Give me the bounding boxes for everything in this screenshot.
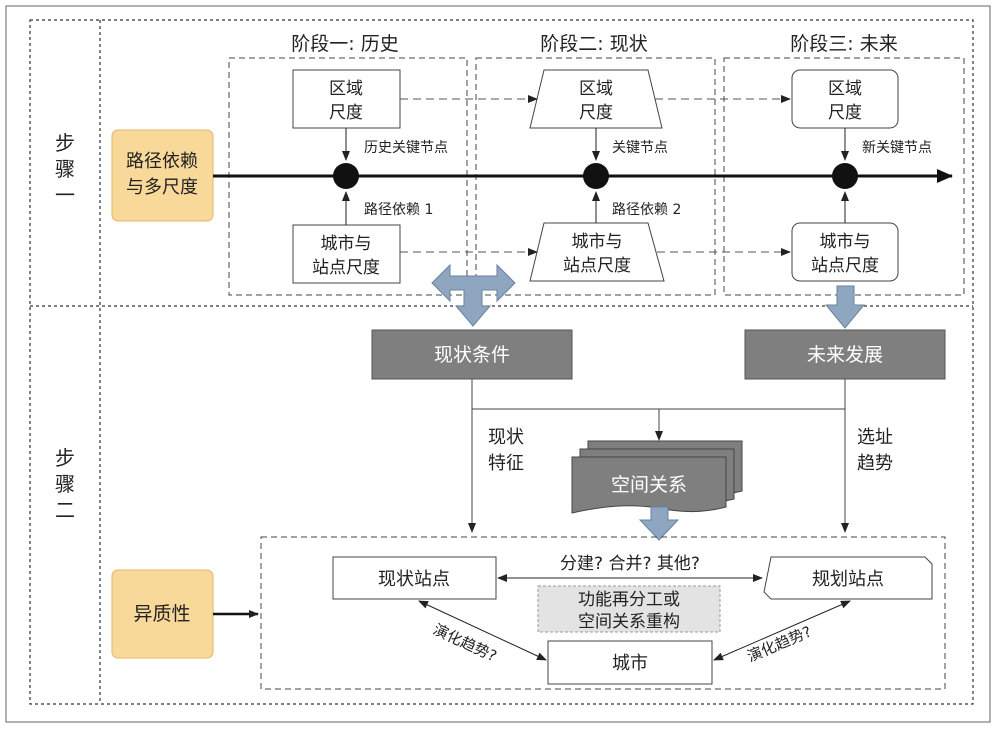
new-key-node-label: 新关键节点 — [862, 140, 932, 156]
spatial-down-arrow — [638, 506, 680, 541]
current-station-label: 现状站点 — [378, 569, 450, 590]
step1-label: 步 骤 一 — [55, 131, 75, 207]
svg-text:骤: 骤 — [55, 472, 75, 496]
current-conditions-box — [371, 329, 573, 380]
stage3-city-line1: 城市与 — [820, 232, 871, 252]
svg-text:二: 二 — [55, 498, 75, 522]
current-station-box — [332, 556, 497, 600]
stage1-city-line1: 城市与 — [321, 234, 372, 254]
current-features-line2: 特征 — [488, 453, 524, 474]
site-trend-line2: 趋势 — [857, 453, 893, 474]
evolution-trend-left-label: 演化趋势? — [430, 620, 499, 665]
stage1-title: 阶段一: 历史 — [291, 33, 398, 55]
stage1-city-line2: 站点尺度 — [312, 258, 380, 278]
historical-key-node-label: 历史关键节点 — [364, 140, 448, 156]
planned-station-label: 规划站点 — [812, 569, 884, 590]
future-development-box — [744, 329, 946, 380]
function-restructure-line2: 空间关系重构 — [578, 612, 680, 632]
evolution-arrow-left — [418, 600, 547, 661]
stage3-city-line2: 站点尺度 — [811, 256, 879, 276]
heterogeneity-label: 异质性 — [133, 603, 190, 625]
outer-frame — [5, 5, 991, 723]
stage3-region-line2: 尺度 — [828, 103, 862, 123]
current-features-line1: 现状 — [488, 427, 524, 448]
svg-text:一: 一 — [55, 183, 75, 207]
inner-frame — [29, 19, 974, 705]
heterogeneity-frame — [260, 536, 946, 690]
site-trend-line1: 选址 — [857, 427, 893, 448]
city-box — [547, 640, 713, 685]
function-restructure-line1: 功能再分工或 — [578, 590, 680, 610]
svg-text:步: 步 — [55, 131, 75, 155]
svg-text:骤: 骤 — [55, 157, 75, 181]
spatial-relation-stack — [571, 440, 743, 514]
future-development-label: 未来发展 — [807, 344, 883, 366]
evolution-arrow-right — [713, 600, 851, 661]
city-label: 城市 — [612, 653, 648, 674]
stage2-city-box — [529, 222, 665, 282]
stage2-region-line1: 区域 — [579, 79, 613, 99]
path-dependence-2-label: 路径依赖 2 — [612, 202, 681, 218]
stage2-city-line1: 城市与 — [572, 232, 623, 252]
stage1-region-box — [292, 69, 401, 129]
path-dependence-line2: 与多尺度 — [126, 177, 198, 198]
stage1-key-node — [333, 163, 359, 189]
stage1-region-line2: 尺度 — [329, 103, 363, 123]
split-arrow — [431, 263, 516, 327]
stage2-region-box — [529, 69, 663, 129]
function-restructure-box — [537, 585, 721, 633]
planned-station-box — [763, 556, 933, 600]
stage2-key-node — [583, 163, 609, 189]
stage3-key-node — [832, 163, 858, 189]
path-dependence-box — [111, 129, 214, 222]
svg-text:步: 步 — [55, 446, 75, 470]
current-conditions-label: 现状条件 — [434, 344, 510, 366]
stage2-city-line2: 站点尺度 — [563, 256, 631, 276]
stage2-region-line2: 尺度 — [579, 103, 613, 123]
stage3-region-line1: 区域 — [828, 79, 862, 99]
key-node-label: 关键节点 — [612, 140, 668, 156]
stage1-city-box — [292, 224, 401, 284]
stage1-region-line1: 区域 — [329, 79, 363, 99]
path-dependence-1-label: 路径依赖 1 — [364, 202, 433, 218]
spatial-relation-label: 空间关系 — [611, 474, 687, 496]
split-merge-label: 分建? 合并? 其他? — [560, 554, 700, 574]
evolution-trend-right-label: 演化趋势? — [745, 623, 815, 666]
path-dependence-line1: 路径依赖 — [126, 151, 198, 172]
stage3-title: 阶段三: 未来 — [790, 33, 897, 55]
stage2-title: 阶段二: 现状 — [540, 33, 647, 55]
future-down-arrow — [824, 285, 866, 329]
step2-label: 步 骤 二 — [55, 446, 75, 522]
